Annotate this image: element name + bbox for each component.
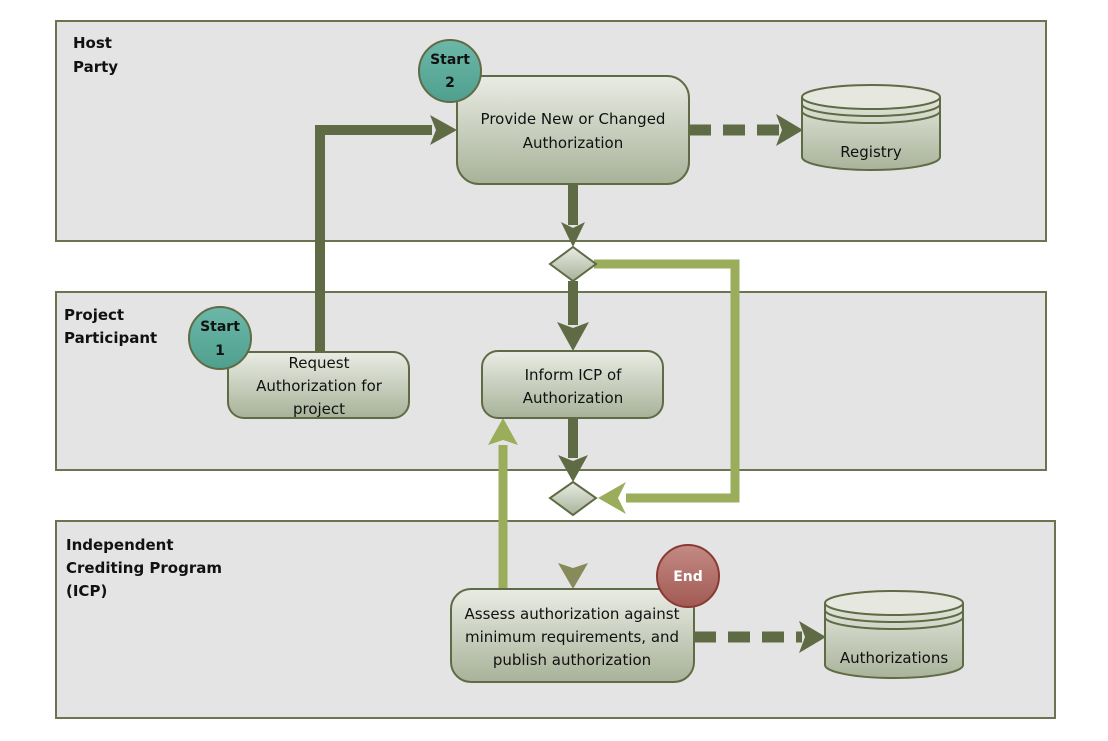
datastore-registry-ring-1 [801, 103, 941, 117]
node-request-authorization-line-2: Authorization for [256, 377, 383, 395]
decision-gateway-2[interactable] [548, 480, 598, 517]
datastore-registry[interactable]: Registry [801, 84, 941, 171]
start-event-2-line-2: 2 [445, 75, 455, 91]
node-assess-authorization-line-3: publish authorization [493, 651, 651, 669]
arrowhead [558, 563, 588, 589]
datastore-authorizations-ring-2 [824, 616, 964, 630]
datastore-registry-ring-2 [801, 110, 941, 124]
end-event[interactable]: End [656, 544, 720, 608]
node-provide-authorization-line-1: Provide New or Changed [481, 110, 666, 128]
node-inform-icp-box[interactable] [481, 350, 664, 419]
edge-decision1-to-decision2 [594, 259, 740, 514]
end-event-circle[interactable] [656, 544, 720, 608]
node-request-authorization-line-3: project [293, 400, 345, 418]
edge-decision1-to-inform [557, 281, 589, 351]
lane-host-party-label-line-2: Party [73, 58, 118, 76]
edge-decision1-to-decision2-line [594, 259, 740, 503]
decision-gateway-2-shape[interactable] [548, 480, 598, 517]
start-event-2[interactable]: Start 2 [418, 39, 482, 103]
datastore-authorizations-label: Authorizations [840, 649, 948, 667]
end-event-label: End [673, 569, 703, 585]
node-inform-icp-line-1: Inform ICP of [525, 366, 623, 384]
decision-gateway-1-shape[interactable] [548, 245, 598, 283]
edge-assess-to-inform [488, 418, 518, 588]
node-provide-authorization-box[interactable] [456, 75, 690, 185]
edge-inform-to-decision2 [558, 418, 588, 482]
datastore-authorizations-body [824, 603, 964, 679]
datastore-registry-top [801, 84, 941, 110]
arrowhead [557, 322, 589, 351]
start-event-1[interactable]: Start 1 [188, 306, 252, 370]
decision-gateway-1[interactable] [548, 245, 598, 283]
edge-decision2-to-assess [558, 515, 588, 589]
node-request-authorization[interactable]: Request Authorization for project [227, 351, 410, 419]
node-request-authorization-box[interactable] [227, 351, 410, 419]
node-request-authorization-line-1: Request [289, 354, 350, 372]
lane-project-participant-label-line-2: Participant [64, 329, 157, 347]
arrowhead [558, 455, 588, 482]
lane-icp-label-line-1: Independent [66, 536, 174, 554]
lane-icp-label-line-3: (ICP) [66, 582, 107, 600]
datastore-authorizations-ring-1 [824, 609, 964, 623]
arrowhead [561, 222, 585, 247]
node-inform-icp[interactable]: Inform ICP of Authorization [481, 350, 664, 419]
arrowhead [430, 115, 457, 145]
edge-assess-to-authorizations [694, 621, 826, 653]
node-assess-authorization-box[interactable] [450, 588, 695, 683]
datastore-authorizations[interactable]: Authorizations [824, 590, 964, 679]
lane-icp-label-line-2: Crediting Program [66, 559, 222, 577]
node-assess-authorization-line-2: minimum requirements, and [465, 628, 679, 646]
datastore-authorizations-top [824, 590, 964, 616]
arrowhead [488, 418, 518, 445]
lane-host-party-label-line-1: Host [73, 34, 112, 52]
node-assess-authorization[interactable]: Assess authorization against minimum req… [450, 588, 695, 683]
datastore-registry-label: Registry [840, 143, 902, 161]
start-event-1-line-2: 1 [215, 343, 225, 359]
node-inform-icp-line-2: Authorization [523, 389, 623, 407]
edge-provide-to-decision1 [561, 184, 585, 247]
edge-request-to-provide-line [315, 125, 432, 352]
arrowhead [598, 482, 626, 514]
arrowhead [776, 114, 803, 146]
start-event-1-circle[interactable] [188, 306, 252, 370]
lane-project-participant-label-line-1: Project [64, 306, 124, 324]
edge-provide-to-registry [689, 114, 803, 146]
node-assess-authorization-line-1: Assess authorization against [465, 605, 680, 623]
edge-request-to-provide [315, 115, 457, 352]
start-event-2-circle[interactable] [418, 39, 482, 103]
node-provide-authorization-line-2: Authorization [523, 134, 623, 152]
start-event-1-line-1: Start [200, 319, 240, 335]
arrowhead [799, 621, 826, 653]
node-provide-authorization[interactable]: Provide New or Changed Authorization [456, 75, 690, 185]
start-event-2-line-1: Start [430, 52, 470, 68]
